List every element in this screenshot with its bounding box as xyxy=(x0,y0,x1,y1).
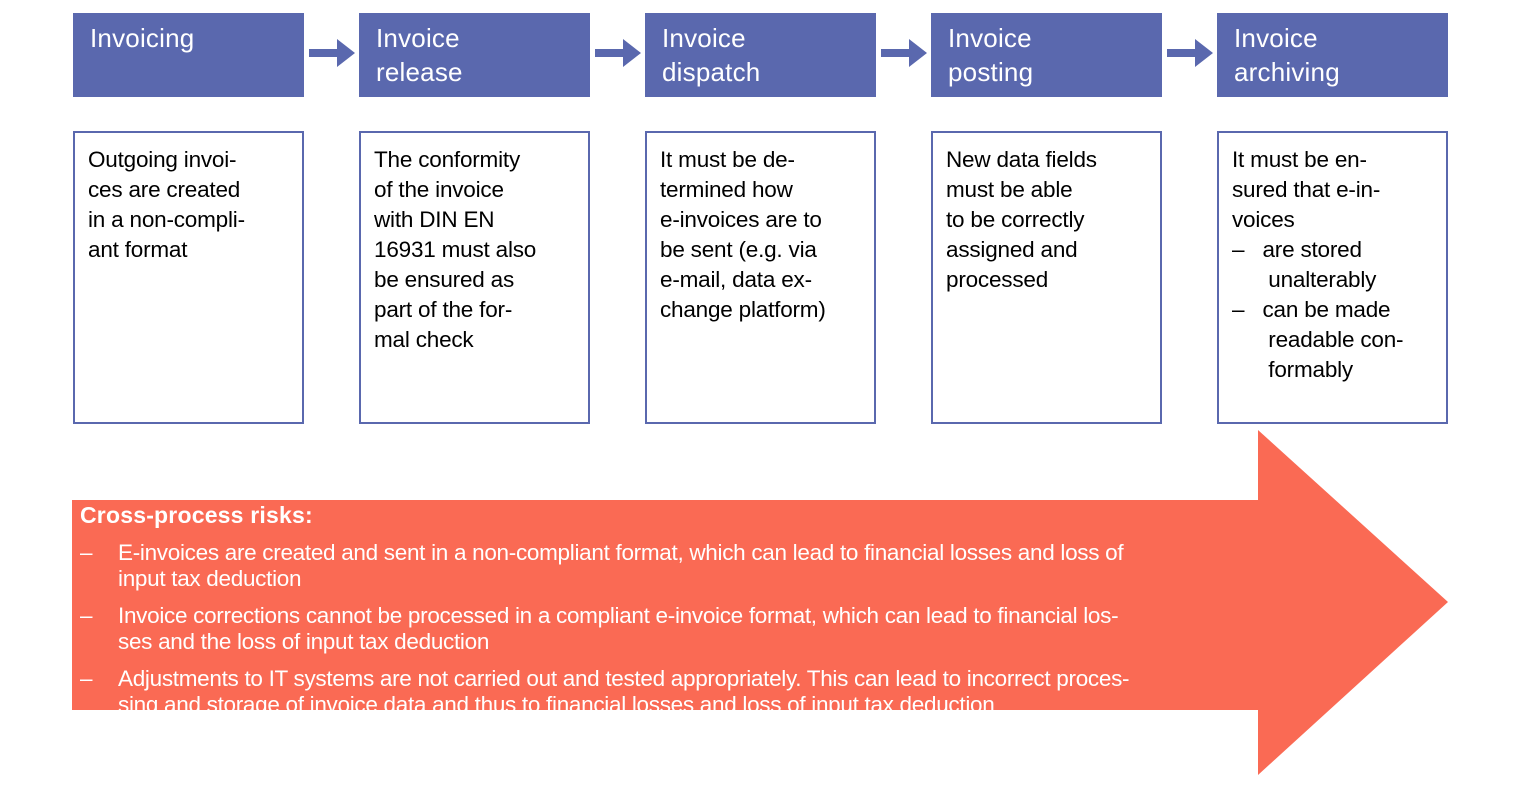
arrow-right-icon xyxy=(595,39,641,67)
risks-title: Cross-process risks: xyxy=(80,502,313,528)
stage-header-invoice-posting: Invoice posting xyxy=(931,13,1162,97)
arrow-right-icon xyxy=(881,39,927,67)
dash-bullet: – xyxy=(80,540,93,565)
risk-item: – Adjustments to IT systems are not carr… xyxy=(80,666,1300,718)
stage-body-invoice-dispatch: It must be de- termined how e-invoices a… xyxy=(645,131,876,424)
stage-header-invoice-release: Invoice release xyxy=(359,13,590,97)
risk-text: E-invoices are created and sent in a non… xyxy=(118,540,1124,591)
arrow-right-icon xyxy=(309,39,355,67)
dash-bullet: – xyxy=(80,603,93,628)
dash-bullet: – xyxy=(80,666,93,691)
stage-header-invoice-dispatch: Invoice dispatch xyxy=(645,13,876,97)
stage-body-invoice-posting: New data fields must be able to be corre… xyxy=(931,131,1162,424)
risk-text: Adjustments to IT systems are not carrie… xyxy=(118,666,1130,717)
stage-body-invoice-archiving: It must be en- sured that e-in- voices –… xyxy=(1217,131,1448,424)
stage-header-invoice-archiving: Invoice archiving xyxy=(1217,13,1448,97)
cross-process-arrow-shape xyxy=(72,430,1450,776)
arrow-right-icon xyxy=(1167,39,1213,67)
stage-header-invoicing: Invoicing xyxy=(73,13,304,97)
stage-body-invoicing: Outgoing invoi- ces are created in a non… xyxy=(73,131,304,424)
risk-item: – E-invoices are created and sent in a n… xyxy=(80,540,1300,592)
cross-process-risks: Cross-process risks: – E-invoices are cr… xyxy=(80,502,1300,718)
stage-body-invoice-release: The conformity of the invoice with DIN E… xyxy=(359,131,590,424)
risk-text: Invoice corrections cannot be processed … xyxy=(118,603,1119,654)
risk-item: – Invoice corrections cannot be processe… xyxy=(80,603,1300,655)
